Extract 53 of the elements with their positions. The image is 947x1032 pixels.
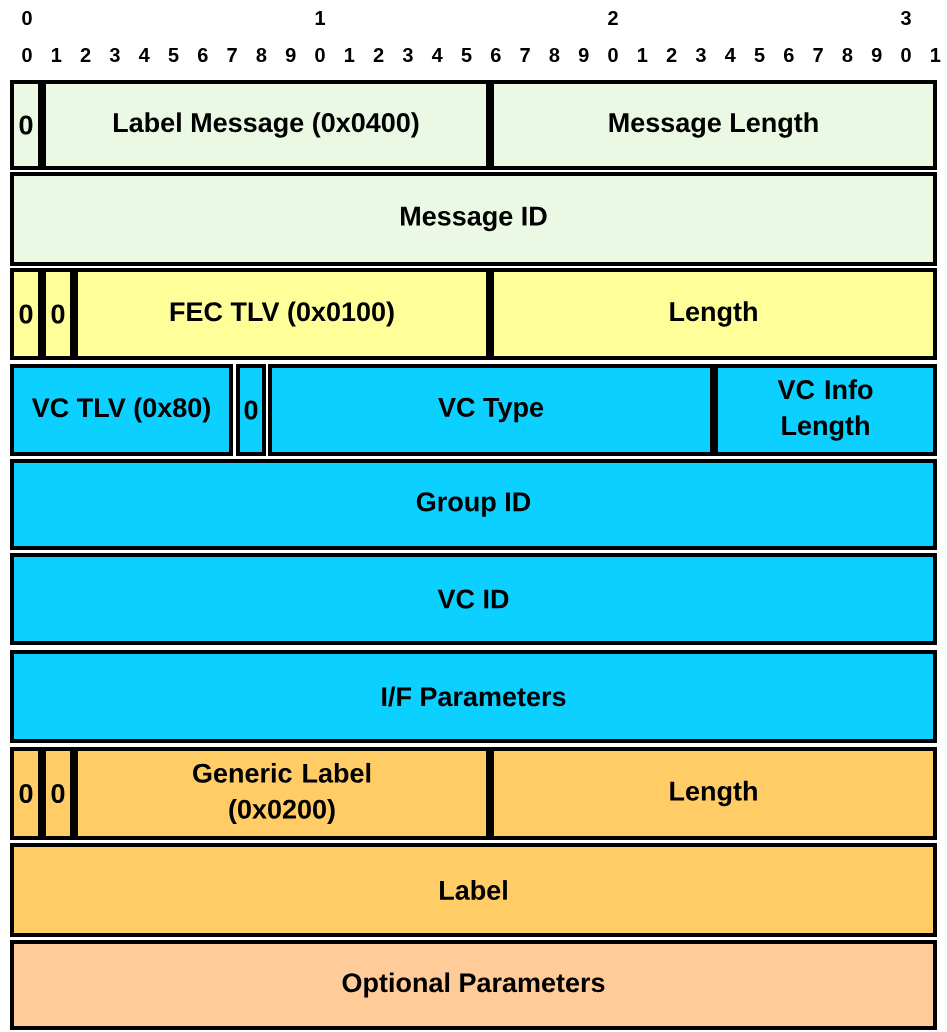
bit-number: 1 — [345, 48, 355, 62]
field-box: 0 — [42, 747, 74, 840]
bit-number: 7 — [813, 48, 823, 62]
field-box: VC Info Length — [714, 364, 937, 456]
bit-number: 5 — [461, 48, 472, 62]
bit-number: 2 — [373, 48, 384, 62]
field-box: Message ID — [10, 172, 937, 266]
bit-number: 8 — [256, 47, 267, 63]
field-box: Length — [490, 268, 937, 360]
bit-number: 8 — [842, 47, 853, 63]
bit-number: 5 — [168, 48, 179, 62]
bit-number: 3 — [695, 47, 706, 63]
field-box: Label — [10, 843, 937, 937]
bit-number: 1 — [638, 48, 648, 62]
bit-number: 6 — [784, 47, 794, 63]
bit-number: 2 — [666, 48, 677, 62]
bit-number: 7 — [227, 48, 237, 62]
bit-number: 3 — [109, 47, 120, 63]
field-box: Length — [490, 747, 937, 840]
bit-number: 6 — [198, 47, 208, 63]
field-box: 0 — [10, 747, 42, 840]
field-box: I/F Parameters — [10, 650, 937, 743]
bit-number: 9 — [578, 47, 589, 63]
bit-number: 4 — [431, 48, 443, 62]
bit-number: 8 — [549, 47, 560, 63]
field-box: Group ID — [10, 459, 937, 550]
field-box: 0 — [236, 364, 266, 456]
field-box: VC TLV (0x80) — [10, 364, 233, 456]
bit-number: 3 — [900, 10, 911, 26]
bit-number: 0 — [22, 10, 32, 26]
bit-number: 9 — [871, 47, 882, 63]
bit-number: 0 — [901, 47, 911, 63]
bit-number: 0 — [22, 47, 32, 63]
field-box: Message Length — [490, 80, 937, 170]
field-box: 0 — [10, 80, 42, 170]
bit-number: 1 — [931, 48, 941, 62]
bit-number: 2 — [80, 48, 91, 62]
bit-number: 4 — [724, 48, 736, 62]
bit-number: 0 — [315, 47, 325, 63]
bit-number: 4 — [138, 48, 150, 62]
bit-number: 5 — [754, 48, 765, 62]
bit-number: 6 — [491, 47, 501, 63]
field-box: VC ID — [10, 553, 937, 645]
field-box: 0 — [42, 268, 74, 360]
field-box: 0 — [10, 268, 42, 360]
bit-number: 3 — [402, 47, 413, 63]
bit-number: 0 — [608, 47, 618, 63]
bit-number: 1 — [315, 11, 325, 25]
field-box: Optional Parameters — [10, 940, 937, 1030]
bit-number: 2 — [608, 11, 618, 25]
bit-number: 1 — [52, 48, 62, 62]
bit-number: 9 — [285, 47, 296, 63]
bit-number: 7 — [520, 48, 530, 62]
